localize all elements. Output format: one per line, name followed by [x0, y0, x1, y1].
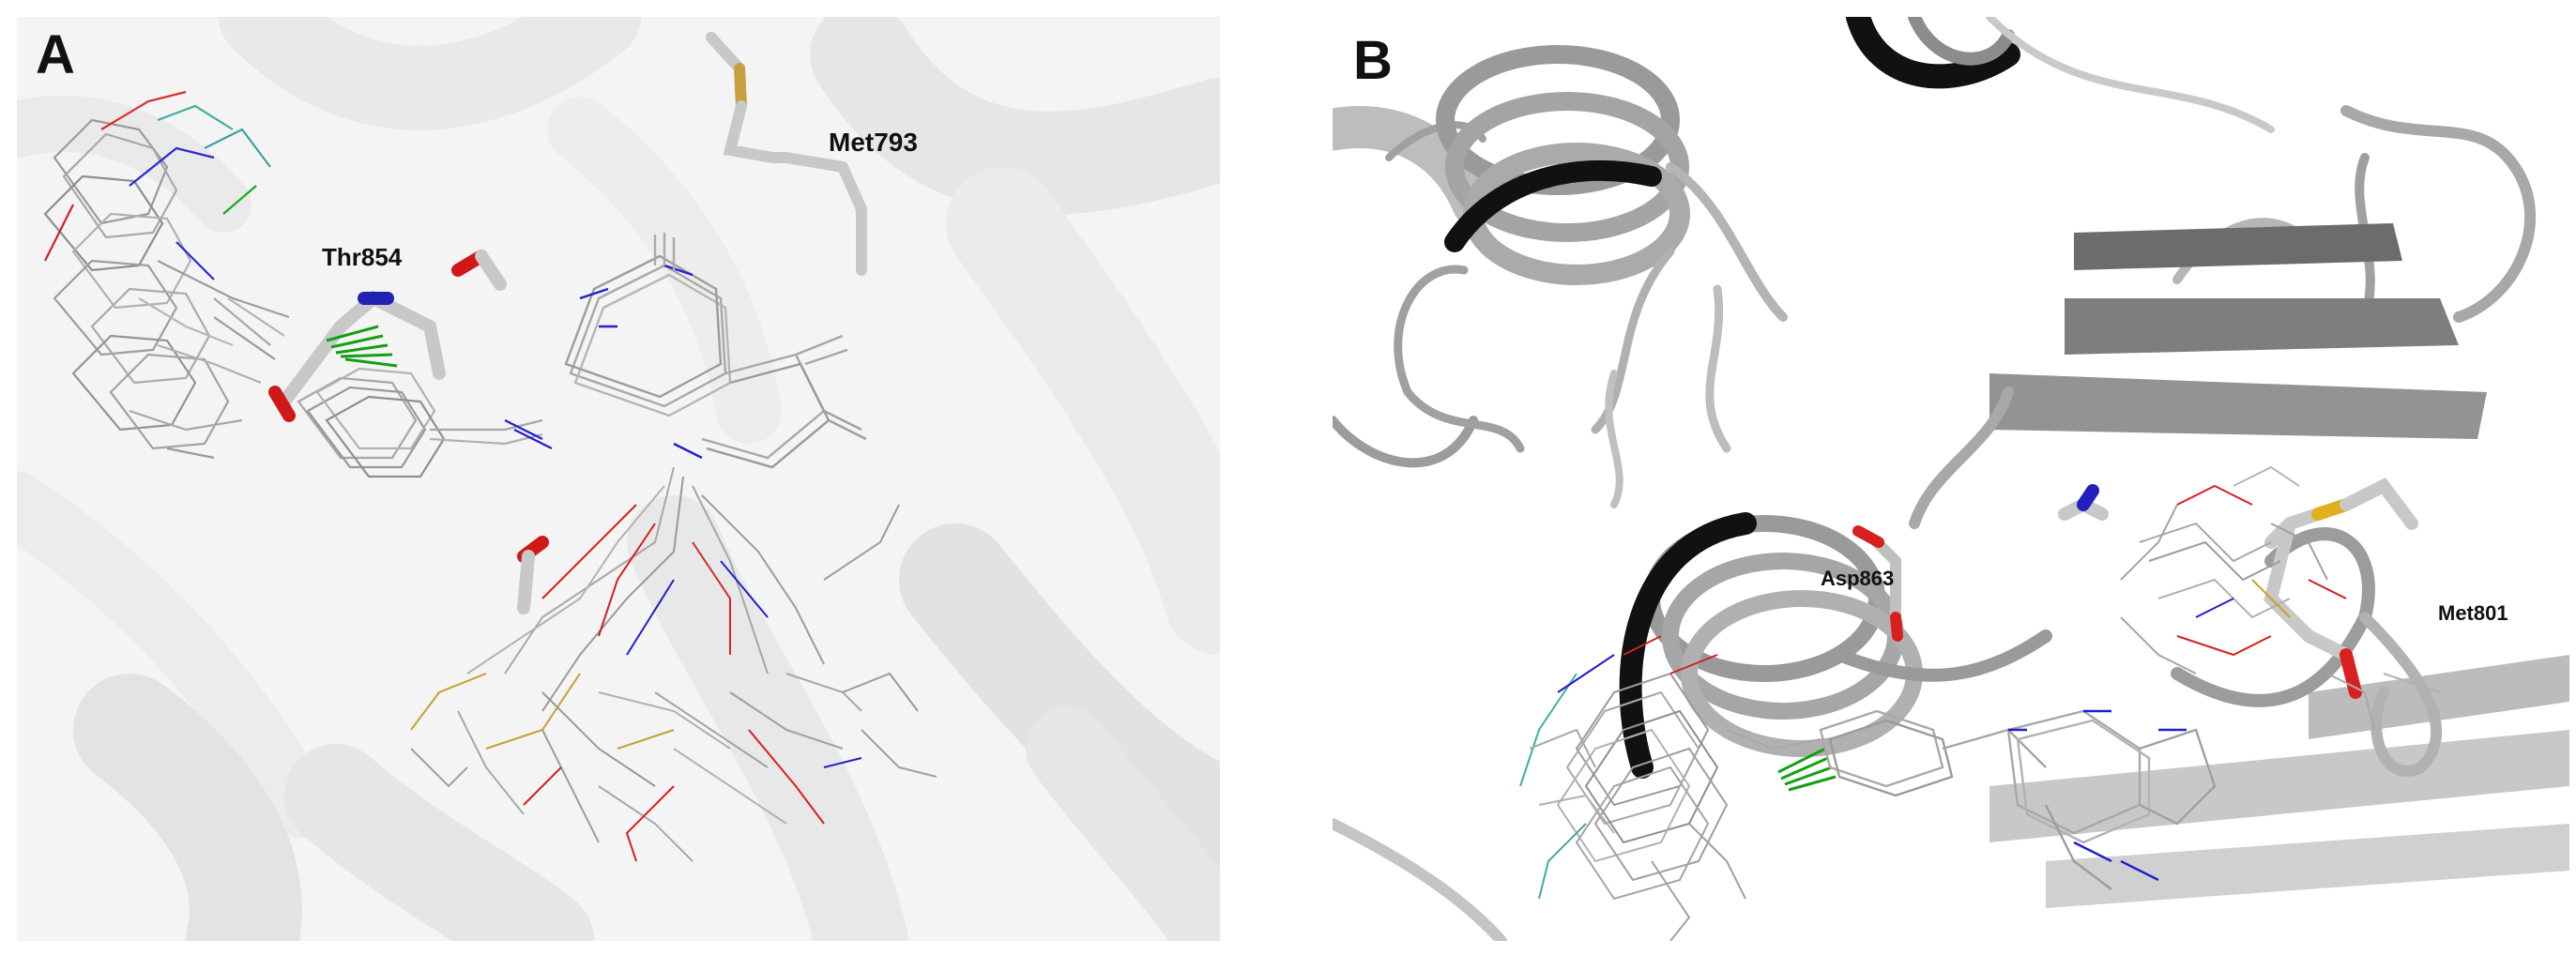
halogen-fan: [1777, 747, 1837, 792]
protein-ribbon-background: [17, 17, 1220, 941]
met793-label: Met793: [829, 128, 918, 157]
ligand-ensemble-tails: [410, 466, 937, 862]
halogen-fan: [326, 325, 398, 368]
ligand-ensemble-left: [1519, 635, 1821, 941]
ligand-ensemble-center: [297, 367, 553, 478]
panel-a-letter: A: [36, 24, 75, 85]
asp863-label: Asp863: [1821, 567, 1895, 590]
met801-residue-stick: [2058, 478, 2418, 699]
thr854-residue-stick: [268, 250, 549, 614]
panel-b: B Asp863 Met801: [1333, 17, 2569, 941]
met793-residue-stick: [706, 32, 867, 276]
ligand-ensemble-pocket: [2120, 465, 2441, 731]
ligand-ensemble-core: [564, 233, 867, 469]
asp863-residue-stick: [1852, 525, 1903, 642]
ligand-ensemble-left: [43, 90, 290, 460]
protein-ribbon-background: [1333, 17, 2569, 941]
panel-a: A Met793 Thr854: [17, 17, 1220, 941]
met801-label: Met801: [2438, 601, 2508, 625]
panel-b-molecular-render: [1333, 17, 2569, 941]
panel-b-letter: B: [1353, 30, 1393, 91]
thr854-label: Thr854: [322, 243, 403, 271]
panel-a-molecular-render: [17, 17, 1220, 941]
ligand-ensemble-core: [1819, 709, 2217, 890]
